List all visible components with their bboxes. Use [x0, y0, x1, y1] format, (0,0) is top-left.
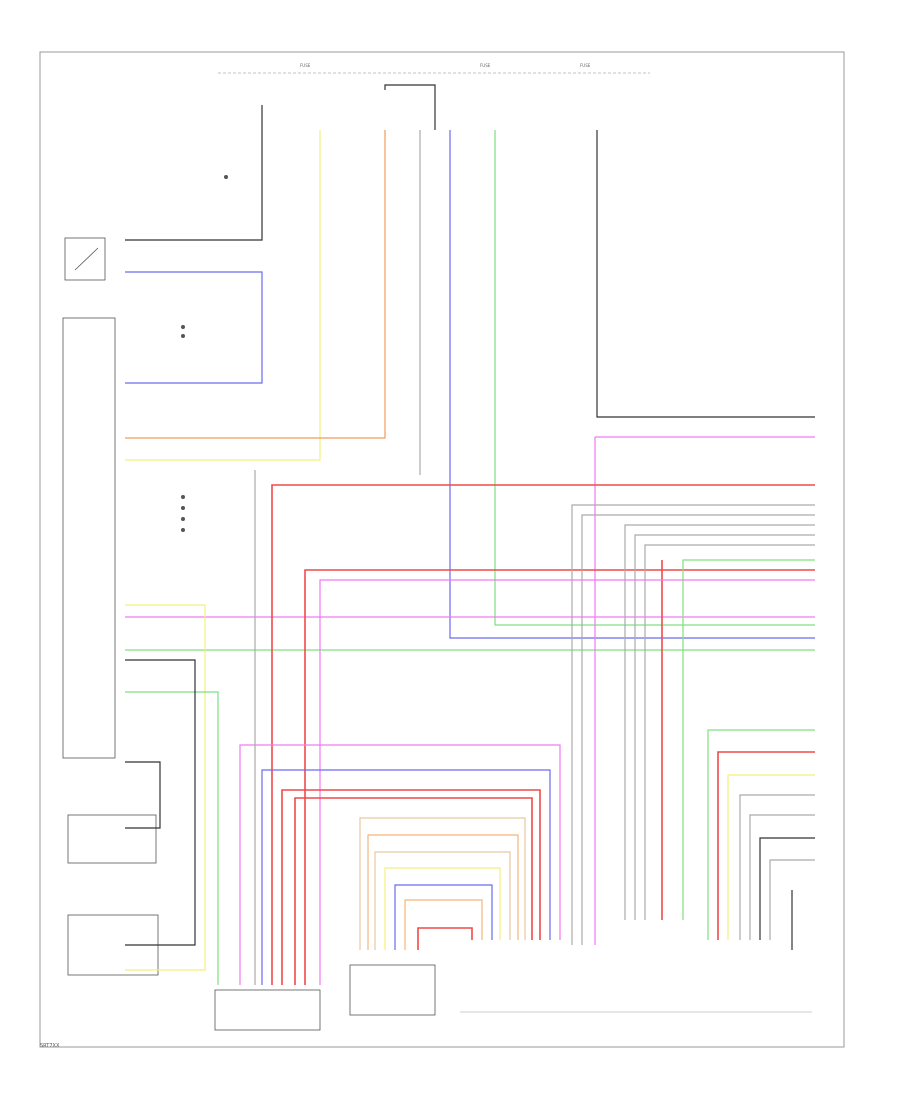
- wire-blue-2: [449, 130, 815, 639]
- fuse-label-3: FUSE: [580, 63, 591, 68]
- wire-u-tan3: [374, 851, 511, 950]
- wire-u-tan2: [367, 834, 519, 950]
- wire-green-3: [682, 559, 815, 920]
- wire-gray-7: [739, 794, 815, 940]
- brake-switch-box: [64, 237, 106, 281]
- wire-orange-1: [125, 130, 386, 439]
- wire-dark-1: [596, 130, 815, 418]
- wire-red-1: [271, 484, 815, 985]
- fuse-label-2: FUSE: [480, 63, 491, 68]
- switch-contact: [74, 247, 99, 271]
- wire-dark-5: [125, 105, 263, 241]
- splice-icon-4: [181, 506, 185, 510]
- wire-u-yellow: [384, 867, 501, 950]
- wire-gray-6: [644, 544, 815, 920]
- wire-dark-2: [759, 837, 815, 940]
- wire-green-4: [707, 729, 815, 940]
- wire-dark-4: [125, 761, 161, 829]
- fuse-label-1: FUSE: [300, 63, 311, 68]
- wire-blue-top: [125, 271, 263, 384]
- wire-green-1: [494, 130, 815, 626]
- wire-dark-3: [125, 659, 196, 946]
- wire-gray-5: [634, 534, 815, 920]
- wire-green-5: [125, 691, 219, 985]
- ground-icon: [224, 175, 228, 179]
- footer-code: SRT7XX: [40, 1043, 60, 1049]
- wire-u-tan1: [359, 817, 526, 950]
- wire-gray-8: [749, 814, 815, 940]
- splice-icon-6: [181, 528, 185, 532]
- splice-icon-5: [181, 517, 185, 521]
- wire-u-tan4: [404, 899, 483, 950]
- wire-yellow-2: [727, 774, 815, 940]
- wire-u-red2: [294, 797, 533, 985]
- connector-a-box: [214, 989, 321, 1031]
- wire-u-red3: [417, 927, 473, 950]
- wire-u-blue2: [394, 884, 493, 950]
- diagram-frame: [39, 51, 845, 1048]
- wire-orange-top: [384, 84, 436, 130]
- wire-yellow-1: [125, 130, 321, 461]
- wire-yellow-3: [125, 604, 206, 971]
- connector-b-box: [349, 964, 436, 1016]
- splice-icon-3: [181, 495, 185, 499]
- wire-u-red: [281, 789, 541, 985]
- wire-gray-9: [769, 859, 815, 940]
- wire-gray-3: [581, 514, 815, 945]
- wires: [125, 84, 815, 985]
- wire-u-pink: [239, 744, 561, 985]
- left-lower-module-1: [67, 814, 157, 864]
- wire-red-4: [717, 751, 815, 940]
- wire-pink-4: [319, 579, 815, 985]
- left-module-box: [62, 317, 116, 759]
- wire-gray-2: [571, 504, 815, 945]
- wire-gray-4: [624, 524, 815, 920]
- splice-icon-1: [181, 325, 185, 329]
- splice-icon-2: [181, 334, 185, 338]
- wire-u-blue: [261, 769, 551, 985]
